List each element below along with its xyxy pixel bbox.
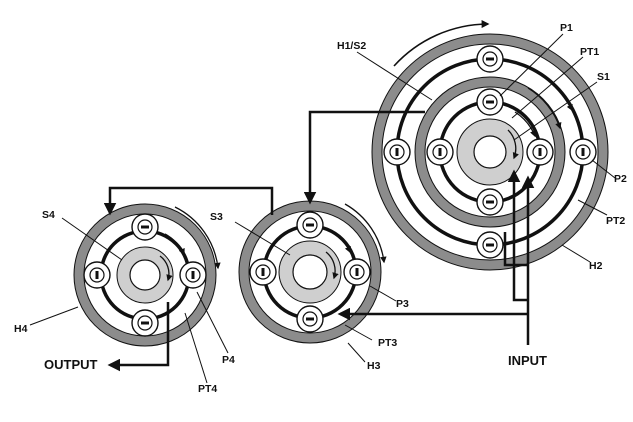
label-h3: H3: [367, 360, 381, 372]
shaft-stage2-to-stage3: [303, 110, 425, 205]
housing-ring-h4: [74, 204, 216, 346]
planet-gears-p3: [249, 211, 371, 333]
housing-ring-h1s2: [415, 77, 565, 227]
rotation-arrow-s4: [159, 255, 173, 282]
gear-stage-3: [238, 200, 387, 344]
rotation-arrow-pt2: [534, 69, 573, 112]
label-input: INPUT: [508, 353, 547, 368]
rotation-arrow-pt3: [329, 229, 351, 254]
component-labels: H1/S2 P1 PT1 S1 P2 PT2 H2 S3 P3 PT3 H3 S…: [14, 22, 627, 395]
label-output: OUTPUT: [44, 357, 98, 372]
label-pt1: PT1: [580, 46, 599, 58]
planet-gears-p1: [426, 88, 554, 216]
rotation-arrow-s1: [507, 129, 519, 160]
label-p2: P2: [614, 173, 627, 185]
planet-gears-p2: [383, 45, 597, 259]
label-pt4: PT4: [198, 383, 217, 395]
rotation-arrow-h3: [344, 203, 387, 264]
label-pt3: PT3: [378, 337, 397, 349]
planet-gears-p4: [83, 213, 207, 337]
rotation-arrow-s3: [325, 251, 339, 280]
rotation-arrow-h1s2: [527, 87, 562, 130]
input-shaft-branch-stage1: [507, 169, 528, 302]
label-h2: H2: [589, 260, 603, 272]
rotation-arrow-h4: [174, 206, 221, 270]
label-s1: S1: [597, 71, 610, 83]
label-h4: H4: [14, 323, 28, 335]
housing-ring-h2: [372, 34, 608, 270]
rotation-arrow-h2: [393, 20, 490, 67]
gear-stage-1-2: [371, 20, 609, 271]
output-shaft: [107, 302, 170, 372]
connection-shafts: [103, 110, 535, 372]
leader-lines: [29, 33, 616, 384]
label-p1: P1: [560, 22, 573, 34]
label-s4: S4: [42, 209, 55, 221]
rotation-arrow-pt1: [514, 111, 537, 138]
input-shaft-branch-pt2: [503, 232, 528, 267]
label-h1s2: H1/S2: [337, 40, 366, 52]
gear-stage-4: [73, 203, 221, 347]
shaft-stage3-to-stage4: [103, 186, 274, 216]
label-s3: S3: [210, 211, 223, 223]
label-p4: P4: [222, 354, 235, 366]
rotation-arrow-pt4: [164, 233, 185, 256]
label-p3: P3: [396, 298, 409, 310]
label-pt2: PT2: [606, 215, 625, 227]
housing-ring-h3: [239, 201, 381, 343]
